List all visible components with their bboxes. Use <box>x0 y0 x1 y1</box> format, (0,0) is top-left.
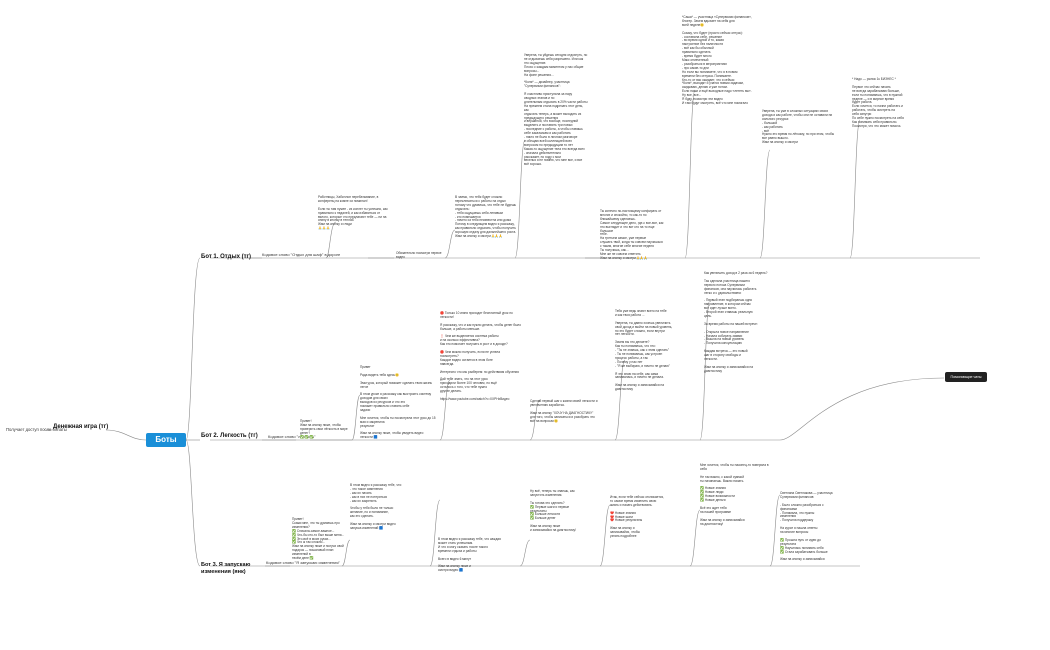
branch-bot3[interactable]: Бот 3. Я запускаю изменения (янк) <box>201 562 251 575</box>
bot2-text-node[interactable]: 🔴 Только 10 июня проходит бесплатный уро… <box>440 311 522 401</box>
bot2-text-node[interactable]: Тебя уже ведь знают всего на тебе и как … <box>615 309 673 392</box>
center-node[interactable]: Боты <box>146 433 186 447</box>
bot2-text-node[interactable]: Как увеличить доход в 2 раза за 6 недель… <box>704 271 768 373</box>
bot3-text-node[interactable]: Ну всё, теперь ты знаешь, как запустить … <box>530 489 576 533</box>
bot3-text-node[interactable]: Привет! Скажи мне, что ты думаешь про из… <box>292 517 345 561</box>
bot3-text-node[interactable]: Мне хочется, чтобы ты наконец-то поверил… <box>700 463 769 526</box>
bot3-text-node[interactable]: В этом видео я расскажу тебе, что каждая… <box>438 537 501 573</box>
side-note-node[interactable]: Помогающие чаты <box>945 372 987 382</box>
branch-bot2[interactable]: Бот 2. Легкость (тг) <box>201 433 258 439</box>
bot3-text-node[interactable]: Светлана Светлакова — участница Супервиз… <box>780 491 833 562</box>
bot2-trigger-label: Кодовое слово "легкость" <box>268 434 316 439</box>
bot1-trigger-label: Кодовое слово "Отдых для шаф" в дороге <box>262 252 341 257</box>
branch-bot1[interactable]: Бот 1. Отдых (тг) <box>201 254 252 260</box>
bot1-text-node[interactable]: Обязательно посмотри первое видео <box>396 251 443 259</box>
bot1-text-node[interactable]: *Саша* — участница «Супервизии финансов»… <box>682 15 752 105</box>
bot3-text-node[interactable]: Итак, если тебе сейчас откликается, то с… <box>610 495 664 539</box>
bot1-text-node[interactable]: Ты конечно по-настоящему конфирать от мн… <box>600 209 664 260</box>
bot2-text-node[interactable]: Привет! Жми на кнопку ниже, чтобы провер… <box>300 419 348 439</box>
bot1-text-node[interactable]: В чаемо, что тебя будет сложно переключи… <box>455 195 517 239</box>
bot3-trigger-label: Кодовое слово "Я запускаю изменения" <box>266 560 340 565</box>
bot1-text-node[interactable]: Работницы, Хабиллон перебатывание, в кон… <box>318 195 388 231</box>
bot1-text-node[interactable]: Уверена, ты уйдешь сегодня отдохнуть, но… <box>524 53 588 167</box>
bot1-text-node[interactable]: * Надо — рынок 1к БИЗНЕС * Первое что се… <box>852 77 904 128</box>
root-node[interactable]: Получает доступ после оплаты <box>6 427 67 432</box>
bot2-text-node[interactable]: Сделай первый шаг к жизни своей легкости… <box>530 399 598 423</box>
bot2-text-node[interactable]: Привет Рада видеть тебя здесь😊 Эмм урок,… <box>360 365 436 440</box>
bot1-text-node[interactable]: Уверена, ты уже в сложных ситуациях свои… <box>762 109 835 145</box>
main-node[interactable]: Денежная игра (тг) <box>53 424 109 430</box>
bot3-text-node[interactable]: В этом видео я расскажу тебе, что: - что… <box>350 483 403 530</box>
